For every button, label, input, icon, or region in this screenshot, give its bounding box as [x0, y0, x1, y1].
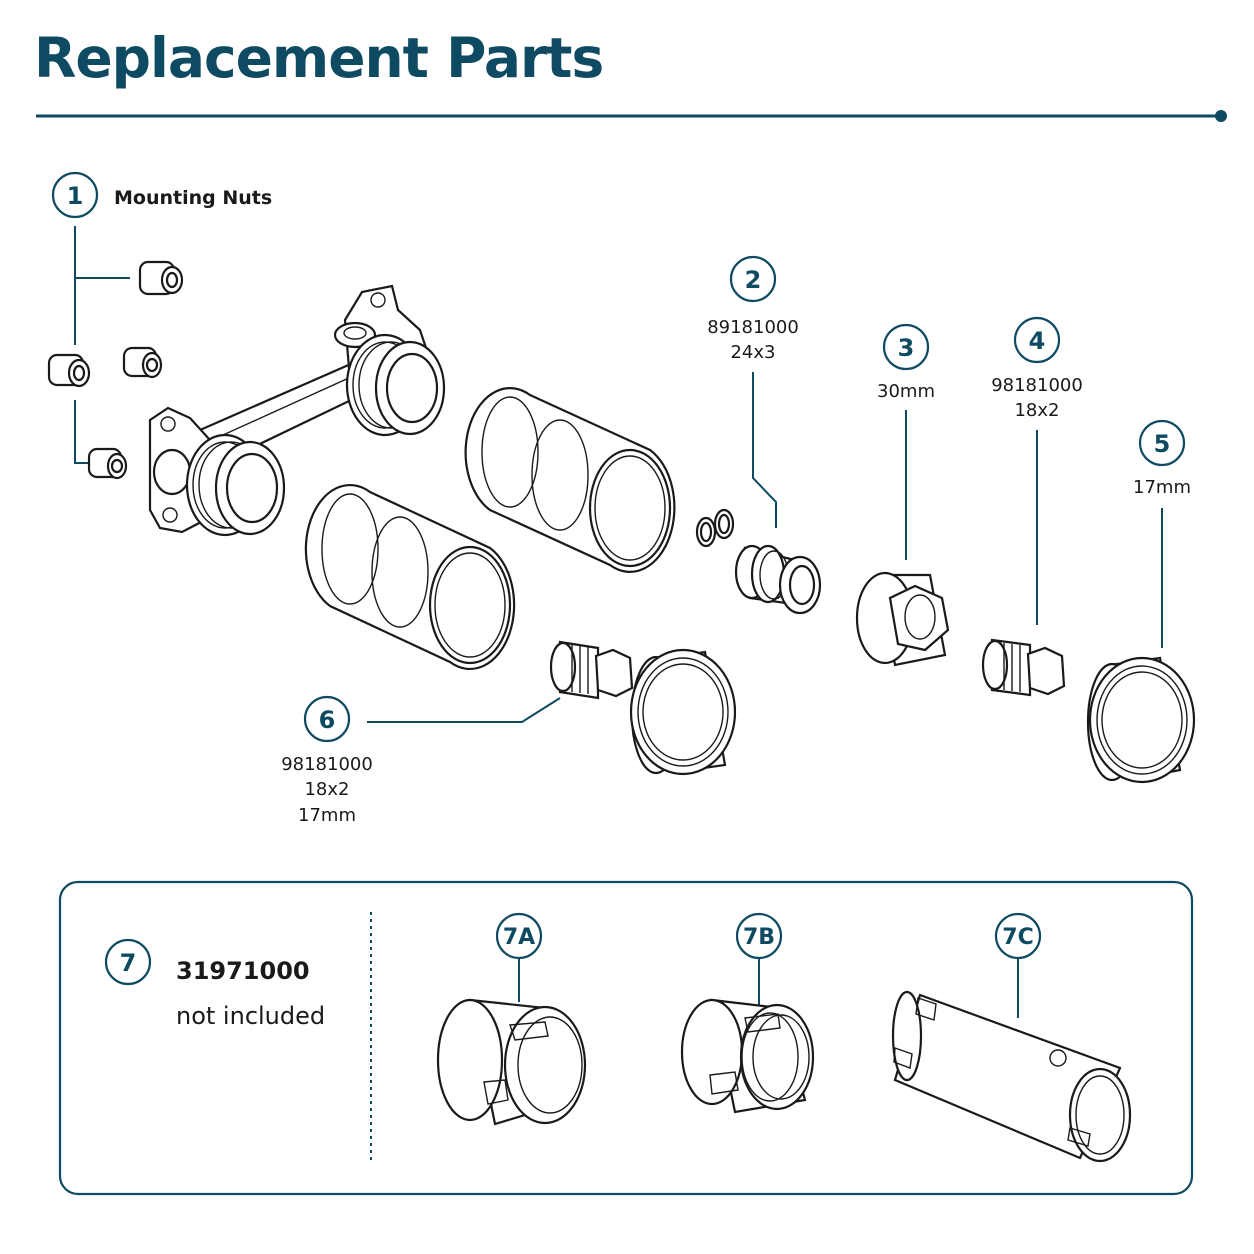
part-4-callout: 4 98181000 18x2 — [991, 316, 1083, 625]
part-1-number: 1 — [67, 182, 84, 210]
part-5-label: 17mm — [1133, 477, 1191, 498]
part-6-label-3: 17mm — [298, 805, 356, 826]
mounting-nut-2 — [47, 353, 91, 388]
mounting-nut-1 — [138, 260, 184, 296]
tool-7a-callout: 7A — [495, 912, 543, 1002]
valve-body — [148, 284, 446, 537]
part-6-label-2: 18x2 — [304, 779, 349, 800]
part-3-callout: 3 30mm — [877, 323, 935, 560]
extension-sleeve-lower — [304, 483, 516, 671]
header-rule — [36, 110, 1227, 122]
part-4-label-1: 98181000 — [991, 375, 1083, 396]
tool-7b-callout: 7B — [735, 912, 783, 1010]
part-3-number: 3 — [898, 334, 915, 362]
mounting-nut-4 — [87, 447, 128, 480]
part-3-label: 30mm — [877, 381, 935, 402]
part-2-fitting — [734, 544, 822, 615]
part-4-number: 4 — [1029, 327, 1046, 355]
tools-panel — [58, 880, 1194, 1196]
part-5-cap — [1086, 656, 1196, 784]
part-7-part-number: 31971000 — [176, 957, 310, 985]
part-1-label: Mounting Nuts — [114, 187, 272, 209]
tool-7b-label: 7B — [743, 925, 775, 950]
part-4-plug — [981, 638, 1066, 697]
part-6-label-1: 98181000 — [281, 754, 373, 775]
tool-7b — [680, 998, 815, 1114]
part-2-label-2: 24x3 — [730, 342, 775, 363]
page-title: Replacement Parts — [34, 26, 604, 90]
tool-7a — [436, 998, 587, 1126]
part-7-callout: 7 31971000 not included — [104, 938, 325, 1030]
part-2-callout: 2 89181000 24x3 — [707, 255, 799, 528]
mounting-nuts-bracket — [74, 226, 130, 464]
part-7-number: 7 — [120, 949, 137, 977]
part-4-label-2: 18x2 — [1014, 400, 1059, 421]
tool-7a-label: 7A — [503, 925, 535, 950]
part-6-number: 6 — [319, 706, 336, 734]
part-1-callout: 1 Mounting Nuts — [51, 171, 272, 219]
part-7-note: not included — [176, 1002, 325, 1030]
tool-7c — [891, 990, 1132, 1163]
part-6-cap — [629, 648, 737, 776]
part-5-number: 5 — [1154, 430, 1171, 458]
part-3-nut — [855, 571, 950, 667]
part-5-callout: 5 17mm — [1133, 419, 1191, 648]
o-rings — [695, 508, 735, 548]
mounting-nut-3 — [122, 346, 163, 379]
tool-7c-label: 7C — [1002, 925, 1033, 950]
extension-sleeve-upper — [464, 387, 676, 573]
part-6-callout: 6 98181000 18x2 17mm — [281, 695, 561, 826]
tool-7c-callout: 7C — [994, 912, 1042, 1018]
part-6-plug — [549, 640, 634, 700]
part-2-number: 2 — [745, 266, 762, 294]
part-2-label-1: 89181000 — [707, 317, 799, 338]
